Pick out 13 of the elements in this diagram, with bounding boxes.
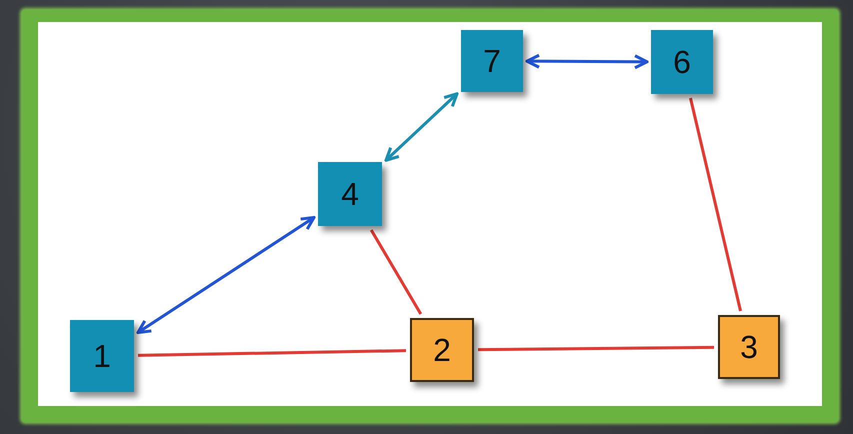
number-box: 2: [410, 318, 474, 382]
double-arrow: [384, 92, 458, 162]
number-box: 4: [318, 162, 382, 226]
connector-line: [689, 98, 742, 312]
number-box: 1: [70, 320, 134, 392]
double-arrow: [526, 54, 648, 70]
double-arrow: [136, 216, 316, 334]
connector-line: [370, 229, 422, 315]
number-box: 6: [651, 30, 713, 94]
connector-line: [478, 346, 714, 352]
number-box: 3: [718, 315, 780, 379]
number-box: 7: [461, 30, 523, 92]
connector-line: [138, 349, 406, 357]
